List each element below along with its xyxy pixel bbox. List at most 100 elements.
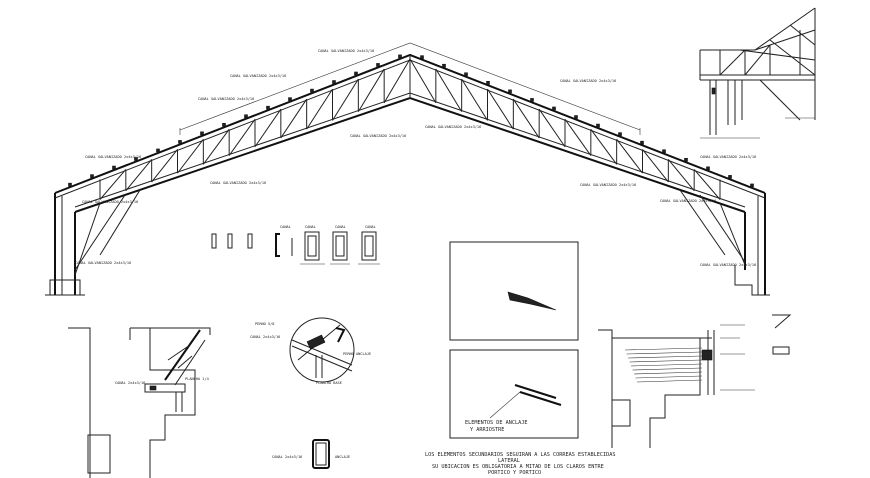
truss-label: CANAL GALVANIZADO 2x4x3/16: [560, 79, 616, 83]
truss-web-member: [630, 363, 703, 367]
truss-web-member: [99, 169, 127, 200]
truss-label: CANAL GALVANIZADO 2x4x3/16: [318, 49, 374, 53]
truss-web-member: [633, 371, 703, 375]
truss-web-member: [632, 367, 703, 371]
bracing-note-line2: Y ARRIOSTRE: [470, 427, 504, 433]
truss-web-member: [642, 149, 669, 183]
truss-web-member: [538, 108, 566, 148]
purlin: [728, 175, 732, 179]
truss-web-member: [626, 351, 703, 355]
purlin: [310, 88, 314, 93]
truss-label: CANAL GALVANIZADO 2x4x3/16: [85, 155, 141, 159]
purlin: [596, 123, 600, 128]
purlin: [288, 97, 292, 101]
truss-web-member: [332, 78, 359, 121]
purlin: [750, 183, 754, 188]
truss-web-member: [616, 139, 643, 174]
ridge-perspective-detail: [699, 7, 816, 139]
truss-web-member: [202, 128, 230, 165]
truss-web-member: [177, 139, 204, 174]
purlin: [706, 166, 710, 171]
truss-web-member: [383, 58, 411, 104]
truss-label: CANAL GALVANIZADO 2x4x3/16: [425, 125, 481, 129]
truss-web-member: [357, 68, 385, 112]
purlin: [68, 182, 72, 187]
truss-web-member: [228, 118, 256, 156]
detail-label: PLANCHA 1/4: [185, 377, 209, 381]
footer-note-line1: LOS ELEMENTOS SECUNDARIOS SEGUIRAN A LAS…: [425, 452, 616, 458]
truss-web-member: [629, 359, 703, 363]
purlin: [200, 131, 204, 136]
eave-section-detail: [598, 324, 755, 448]
truss-web-member: [306, 88, 333, 130]
purlin: [574, 115, 578, 119]
column-base-detail: CANAL 2x4x3/16 PLANCHA 1/4: [68, 327, 211, 478]
main-roof-truss: [45, 42, 770, 296]
footer-note-line3: SU UBICACION ES OBLIGATORIA A MITAD DE L…: [432, 464, 604, 470]
detail-label: PLANCHA BASE: [316, 381, 342, 385]
purlin: [618, 132, 622, 136]
purlin: [530, 98, 534, 102]
purlin: [508, 89, 512, 94]
purlin: [134, 157, 138, 161]
purlin: [442, 63, 446, 68]
truss-web-member: [635, 375, 703, 379]
truss-web-member: [693, 169, 721, 200]
purlin: [332, 80, 336, 84]
purlin: [684, 157, 688, 162]
detail-label: PERNO ANCLAJE: [343, 352, 371, 356]
truss-web-member: [627, 355, 703, 359]
truss-web-member: [667, 159, 695, 192]
truss-web-member: [636, 379, 703, 383]
truss-web-member: [435, 68, 463, 112]
truss-label: CANAL GALVANIZADO 2x4x3/16: [230, 74, 286, 78]
truss-label: CANAL GALVANIZADO 2x4x3/16: [580, 183, 636, 187]
truss-web-member: [125, 159, 153, 192]
bracing-detail-box: ELEMENTOS DE ANCLAJE Y ARRIOSTRE: [449, 349, 579, 439]
truss-label: CANAL GALVANIZADO 2x4x3/16: [82, 200, 138, 204]
member-sections: CANAL CANAL CANAL CANAL: [211, 225, 380, 265]
truss-web-member: [512, 98, 540, 139]
truss-label: CANAL GALVANIZADO 2x4x3/16: [660, 199, 716, 203]
purlin: [552, 106, 556, 111]
truss-web-member: [461, 78, 488, 121]
section-title: CANAL: [365, 225, 376, 229]
truss-web-member: [624, 347, 703, 351]
truss-web-member: [254, 108, 282, 148]
footer-note-line2: LATERAL: [498, 458, 520, 464]
tube-section: CANAL 2x4x3/16 ANCLAJE: [272, 439, 350, 469]
purlin: [222, 123, 226, 127]
anchor-detail-box: [449, 241, 579, 341]
purlin: [464, 72, 468, 77]
footer-note: LOS ELEMENTOS SECUNDARIOS SEGUIRAN A LAS…: [425, 452, 616, 476]
truss-web-member: [151, 149, 178, 183]
detail-label: CANAL 2x4x3/16: [250, 335, 280, 339]
footer-note-line4: PORTICO Y PORTICO: [488, 470, 541, 476]
detail-label: CANAL 2x4x3/16: [115, 381, 145, 385]
truss-label: CANAL GALVANIZADO 2x4x3/16: [700, 263, 756, 267]
purlin: [354, 71, 358, 76]
purlin: [156, 148, 160, 153]
truss-label: CANAL GALVANIZADO 2x4x3/16: [350, 134, 406, 138]
section-title: CANAL: [280, 225, 291, 229]
truss-web-member: [409, 58, 437, 104]
detail-label: ANCLAJE: [335, 455, 350, 459]
purlin: [420, 55, 424, 59]
section-markers: [772, 314, 792, 355]
truss-web-member: [280, 98, 308, 139]
bracing-note-line1: ELEMENTOS DE ANCLAJE: [465, 420, 527, 426]
truss-web-member: [487, 88, 514, 130]
purlin: [244, 114, 248, 119]
truss-label: CANAL GALVANIZADO 2x4x3/16: [75, 261, 131, 265]
detail-label: CANAL 2x4x3/16: [272, 455, 302, 459]
detail-label: PERNO 5/8: [255, 322, 274, 326]
truss-label: CANAL GALVANIZADO 2x4x3/16: [210, 181, 266, 185]
purlin: [266, 105, 270, 110]
truss-labels: CANAL GALVANIZADO 2x4x3/16 CANAL GALVANI…: [75, 49, 756, 267]
purlin: [376, 63, 380, 67]
section-title: CANAL: [335, 225, 346, 229]
truss-label: CANAL GALVANIZADO 2x4x3/16: [700, 155, 756, 159]
purlin: [640, 140, 644, 145]
truss-label: CANAL GALVANIZADO 2x4x3/16: [198, 97, 254, 101]
